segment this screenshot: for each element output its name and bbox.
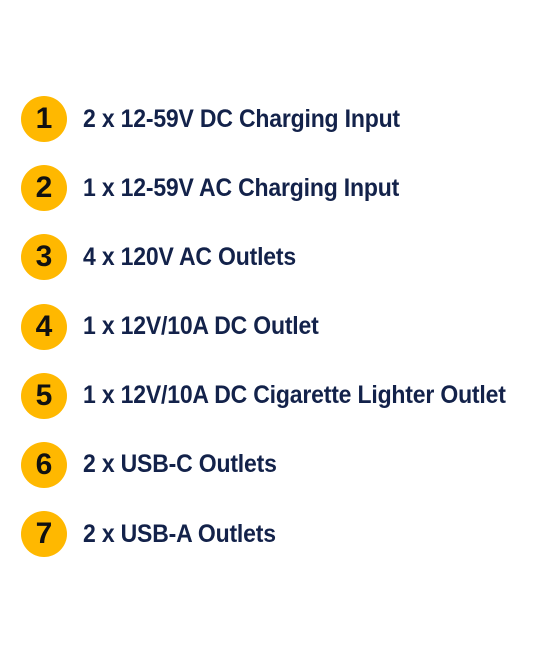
feature-item-7: 7 2 x USB-A Outlets — [21, 511, 557, 558]
feature-label: 1 x 12V/10A DC Outlet — [83, 312, 319, 341]
feature-item-5: 5 1 x 12V/10A DC Cigarette Lighter Outle… — [21, 372, 557, 419]
feature-label: 2 x USB-A Outlets — [83, 519, 276, 548]
feature-item-6: 6 2 x USB-C Outlets — [21, 441, 557, 488]
feature-label: 1 x 12-59V AC Charging Input — [83, 173, 400, 202]
number-badge: 3 — [21, 234, 67, 281]
number-badge: 6 — [21, 441, 67, 488]
number-badge: 1 — [21, 96, 67, 142]
feature-item-4: 4 1 x 12V/10A DC Outlet — [21, 303, 557, 350]
feature-item-2: 2 1 x 12-59V AC Charging Input — [21, 165, 557, 212]
feature-label: 4 x 120V AC Outlets — [83, 242, 296, 271]
feature-list: 1 2 x 12-59V DC Charging Input 2 1 x 12-… — [21, 96, 557, 580]
number-badge: 7 — [21, 511, 67, 558]
feature-item-1: 1 2 x 12-59V DC Charging Input — [21, 96, 557, 142]
feature-item-3: 3 4 x 120V AC Outlets — [21, 234, 557, 281]
feature-label: 2 x USB-C Outlets — [83, 450, 277, 479]
number-badge: 4 — [21, 303, 67, 350]
number-badge: 5 — [21, 372, 67, 419]
number-badge: 2 — [21, 165, 67, 212]
feature-label: 1 x 12V/10A DC Cigarette Lighter Outlet — [83, 381, 506, 410]
feature-label: 2 x 12-59V DC Charging Input — [83, 104, 400, 133]
